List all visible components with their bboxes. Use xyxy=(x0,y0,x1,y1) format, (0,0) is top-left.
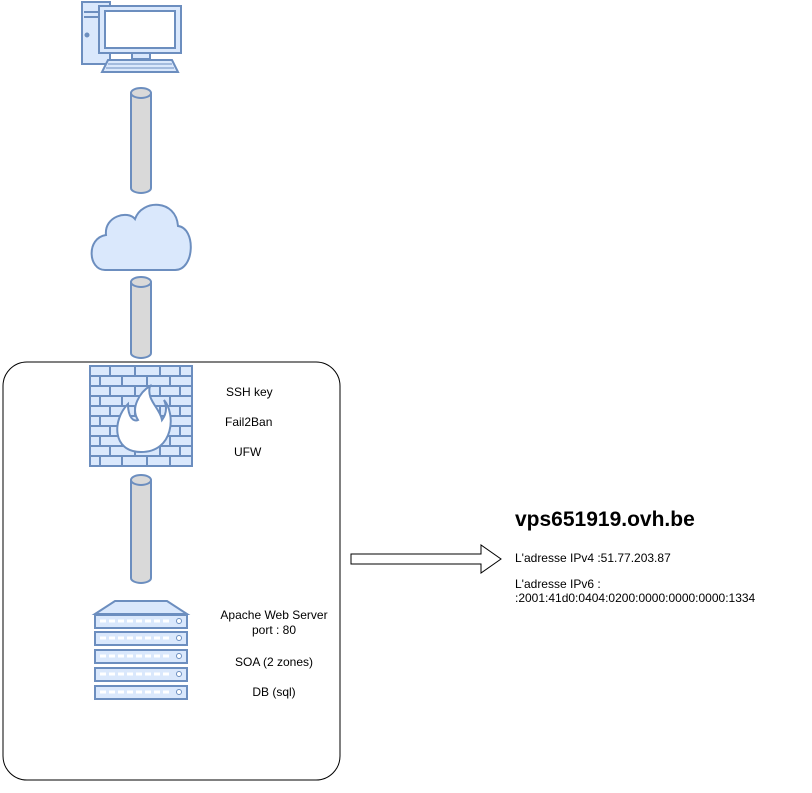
label-ufw: UFW xyxy=(234,445,262,459)
ipv6-address: :2001:41d0:0404:0200:0000:0000:0000:1334 xyxy=(515,591,756,605)
firewall-icon xyxy=(89,365,193,467)
vps-container xyxy=(2,361,341,781)
arrow-right xyxy=(350,544,502,574)
ipv6-label: L'adresse IPv6 : xyxy=(515,577,601,591)
server-rack-icon xyxy=(91,600,191,700)
cloud-icon xyxy=(90,203,192,271)
ipv4-address: L'adresse IPv4 :51.77.203.87 xyxy=(515,551,671,565)
link-cylinder-3 xyxy=(130,474,152,584)
label-fail2ban: Fail2Ban xyxy=(225,415,273,429)
flame-icon xyxy=(116,383,172,454)
label-soa: SOA (2 zones) xyxy=(234,655,314,669)
label-apache: Apache Web Server xyxy=(220,608,328,622)
link-cylinder-2 xyxy=(130,276,152,359)
label-db: DB (sql) xyxy=(252,685,296,699)
link-cylinder-1 xyxy=(130,87,152,194)
desktop-computer-icon xyxy=(81,1,182,73)
hostname: vps651919.ovh.be xyxy=(515,508,695,531)
label-port: port : 80 xyxy=(251,623,297,637)
label-ssh-key: SSH key xyxy=(226,385,273,399)
